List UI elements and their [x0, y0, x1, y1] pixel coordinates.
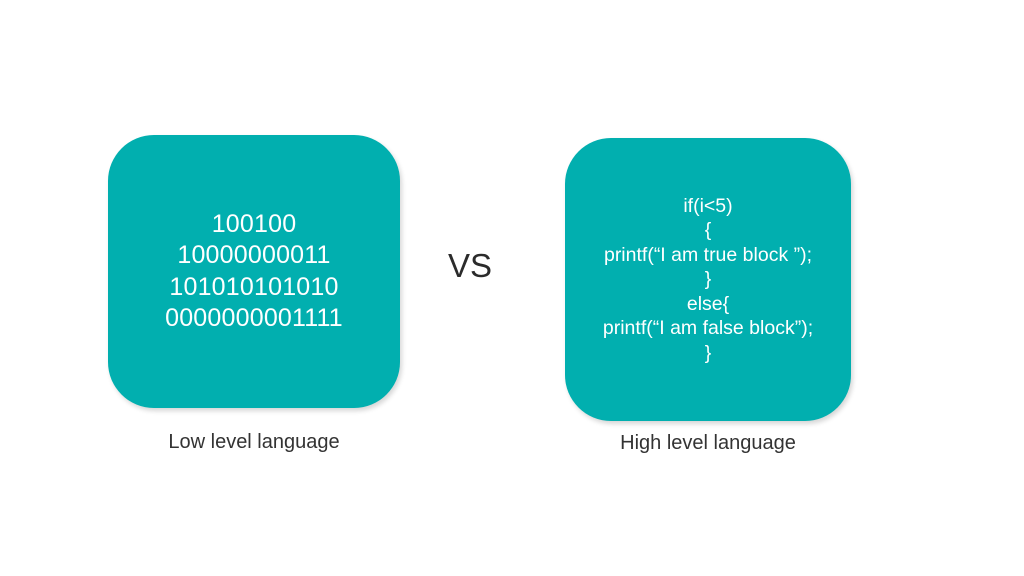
low-level-language-panel: 100100 10000000011 101010101010 00000000…: [108, 135, 400, 408]
vs-divider-label: VS: [447, 247, 493, 284]
low-level-language-caption: Low level language: [168, 431, 340, 453]
source-code-line-2: {: [704, 219, 712, 242]
source-code-line-5: else{: [686, 292, 730, 315]
source-code-line-7: }: [704, 341, 712, 364]
source-code-line-4: }: [704, 268, 712, 291]
high-level-language-caption: High level language: [620, 432, 796, 454]
binary-code-line-3: 101010101010: [169, 272, 339, 301]
binary-code-line-1: 100100: [211, 209, 297, 238]
binary-code-line-2: 10000000011: [177, 241, 331, 269]
source-code-line-1: if(i<5): [683, 194, 733, 217]
binary-code-block: 100100 10000000011 101010101010 00000000…: [108, 209, 400, 335]
binary-code-line-4: 0000000001111: [165, 304, 343, 332]
source-code-line-6: printf(“I am false block”);: [602, 317, 814, 340]
high-level-language-panel: if(i<5) { printf(“I am true block ”); } …: [565, 138, 851, 421]
source-code-block: if(i<5) { printf(“I am true block ”); } …: [565, 194, 851, 366]
source-code-line-3: printf(“I am true block ”);: [603, 243, 813, 266]
